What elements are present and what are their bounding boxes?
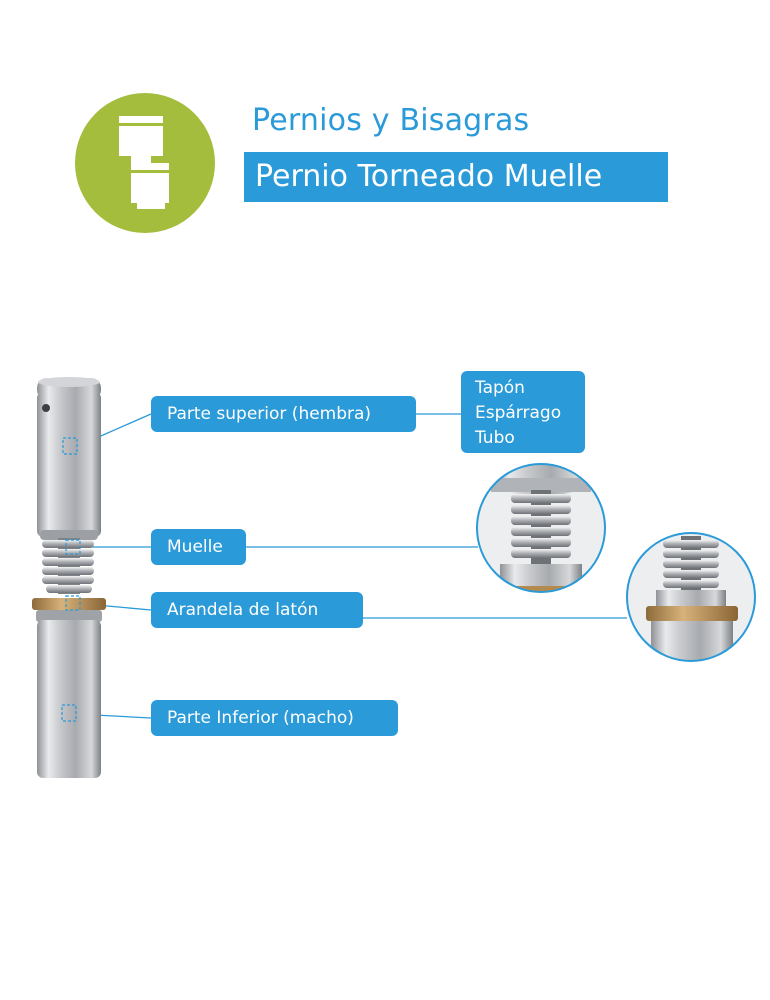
marker-washer — [65, 595, 81, 611]
washer-shape — [32, 598, 106, 610]
top-part-shape — [37, 377, 101, 540]
marker-top — [62, 437, 78, 455]
marker-bottom — [61, 704, 77, 722]
hinge-logo-icon — [75, 93, 215, 233]
category-title: Pernios y Bisagras — [252, 103, 530, 138]
spring-shape — [42, 538, 94, 594]
leader-washer-left — [73, 602, 152, 611]
component-stud: Espárrago — [475, 403, 562, 423]
bottom-part-shape — [36, 610, 102, 778]
component-tube: Tubo — [475, 428, 515, 448]
label-top-part: Parte superior (hembra) — [151, 396, 416, 432]
spring-detail-circle — [476, 463, 606, 593]
washer-detail-circle — [626, 532, 756, 662]
label-bottom-part: Parte Inferior (macho) — [151, 700, 398, 736]
product-title: Pernio Torneado Muelle — [244, 152, 668, 202]
leader-bottom-part — [75, 713, 152, 719]
label-washer: Arandela de latón — [151, 592, 363, 628]
component-cap: Tapón — [475, 378, 525, 398]
top-part-components-box: Tapón Espárrago Tubo — [461, 371, 585, 453]
leader-top-part — [77, 413, 152, 447]
label-spring: Muelle — [151, 529, 246, 565]
marker-spring — [65, 539, 81, 555]
